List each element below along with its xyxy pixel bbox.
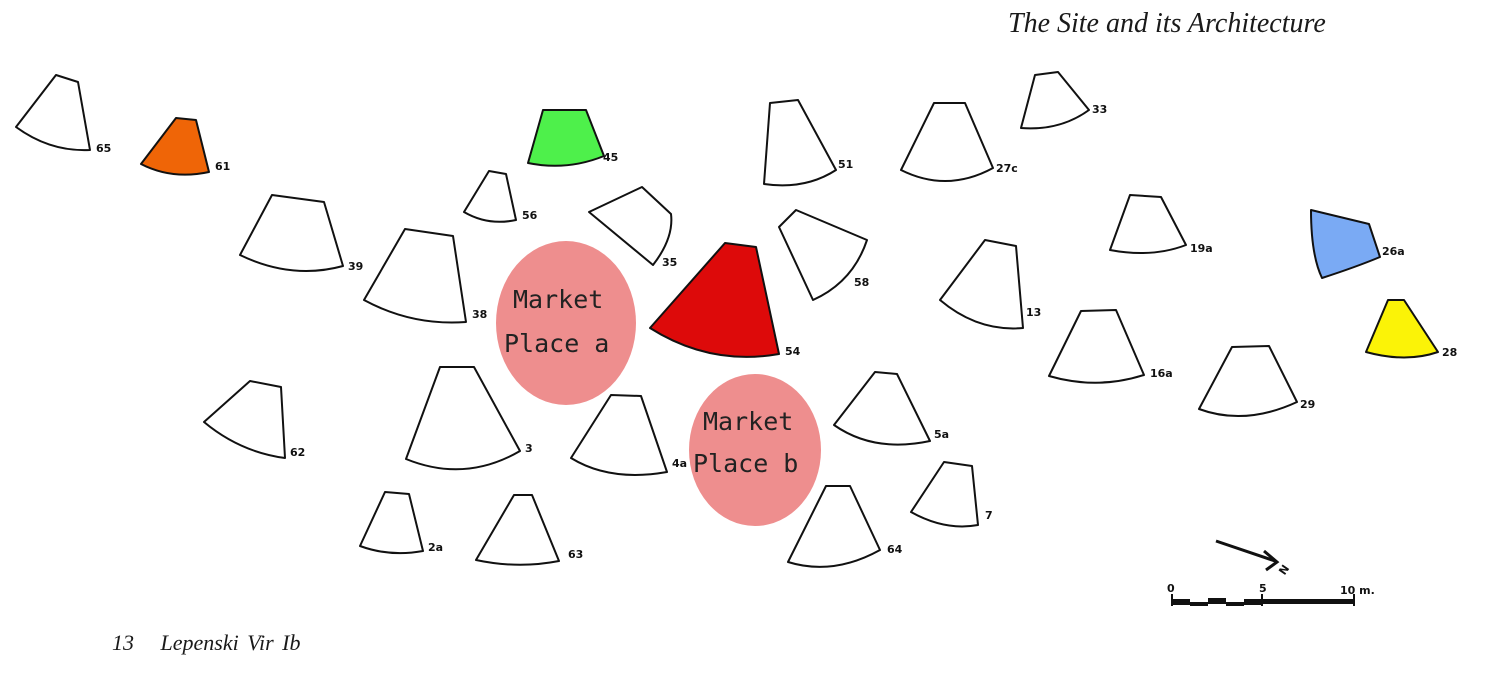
hut-label-33: 33 <box>1092 103 1107 116</box>
hut-label-27c: 27c <box>996 162 1018 175</box>
hut-label-51: 51 <box>838 158 853 171</box>
hut-28 <box>1365 299 1439 359</box>
hut-56 <box>463 170 517 223</box>
hut-4a <box>570 394 668 476</box>
hut-label-63: 63 <box>568 548 583 561</box>
hut-19a <box>1109 194 1187 254</box>
scale-label-10m: 10 m. <box>1340 584 1375 597</box>
hut-7 <box>910 461 979 528</box>
hut-label-4a: 4a <box>672 457 687 470</box>
market-label-b-line1: Market <box>703 407 793 436</box>
hut-64 <box>787 485 881 568</box>
hut-label-39: 39 <box>348 260 363 273</box>
hut-label-13: 13 <box>1026 306 1041 319</box>
scale-bar-segment <box>1262 599 1354 604</box>
scale-bar-segment <box>1172 599 1190 605</box>
hut-65 <box>15 74 91 152</box>
hut-2a <box>359 491 424 555</box>
hut-16a <box>1048 309 1145 384</box>
scale-bar-segment <box>1244 599 1262 605</box>
hut-label-28: 28 <box>1442 346 1457 359</box>
hut-label-35: 35 <box>662 256 677 269</box>
scale-label-5: 5 <box>1259 582 1267 595</box>
north-arrow-head <box>1263 549 1280 572</box>
hut-58 <box>778 209 868 301</box>
north-label: N <box>1276 562 1292 577</box>
hut-label-26a: 26a <box>1382 245 1405 258</box>
market-label-a-line1: Market <box>513 285 603 314</box>
hut-label-65: 65 <box>96 142 111 155</box>
hut-label-45: 45 <box>603 151 618 164</box>
huts-layer: 65 61 45 56 39 38 35 54 51 58 27c 33 19a 13 16a 29 26a 28… <box>15 71 1457 568</box>
hut-label-7: 7 <box>985 509 993 522</box>
page-title: The Site and its Architecture <box>1008 8 1326 39</box>
figure-number: 13 <box>112 630 134 655</box>
hut-29 <box>1198 345 1298 417</box>
hut-label-62: 62 <box>290 446 305 459</box>
figure-title: Lepenski Vir Ib <box>160 630 301 655</box>
hut-45 <box>527 109 605 167</box>
scale-bar-segment <box>1208 598 1226 604</box>
hut-label-58: 58 <box>854 276 869 289</box>
hut-label-38: 38 <box>472 308 487 321</box>
hut-label-64: 64 <box>887 543 903 556</box>
hut-label-56: 56 <box>522 209 538 222</box>
hut-61 <box>140 117 210 176</box>
hut-label-5a: 5a <box>934 428 949 441</box>
hut-33 <box>1020 71 1090 130</box>
hut-label-29: 29 <box>1300 398 1315 411</box>
hut-label-19a: 19a <box>1190 242 1213 255</box>
hut-label-3: 3 <box>525 442 533 455</box>
hut-38 <box>363 228 467 324</box>
hut-label-61: 61 <box>215 160 230 173</box>
hut-5a <box>833 371 931 446</box>
hut-27c <box>900 102 994 182</box>
hut-label-16a: 16a <box>1150 367 1173 380</box>
hut-13 <box>939 239 1024 330</box>
scale-label-0: 0 <box>1167 582 1175 595</box>
hut-label-54: 54 <box>785 345 801 358</box>
hut-63 <box>475 494 560 566</box>
hut-62 <box>203 380 286 459</box>
hut-label-2a: 2a <box>428 541 443 554</box>
hut-51 <box>763 99 837 187</box>
market-place-b <box>689 374 821 526</box>
hut-54 <box>649 242 780 358</box>
hut-39 <box>239 194 344 273</box>
north-arrow-shaft <box>1215 539 1276 563</box>
scale-bar-segment <box>1226 602 1244 606</box>
market-label-a-line2: Place a <box>504 329 609 358</box>
hut-26a <box>1310 209 1381 279</box>
figure-caption: 13 Lepenski Vir Ib <box>112 630 301 656</box>
market-place-a <box>496 241 636 405</box>
hut-3 <box>405 366 521 471</box>
scale-bar: N 0 5 10 m. <box>1167 539 1375 606</box>
hut-35 <box>588 186 673 266</box>
scale-bar-segment <box>1190 602 1208 606</box>
market-label-b-line2: Place b <box>693 449 798 478</box>
